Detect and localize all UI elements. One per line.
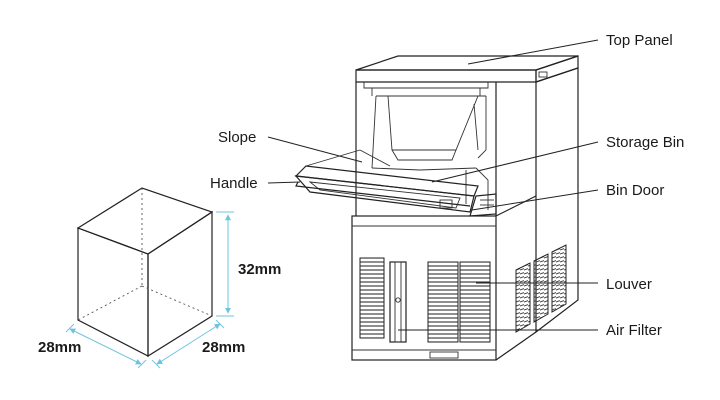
- cube-front-face: [77, 227, 149, 357]
- lower-cabinet: [351, 195, 537, 361]
- ice-maker-illustration: [294, 55, 579, 361]
- bin-door-label: Bin Door: [606, 182, 664, 199]
- cube-side-face: [147, 210, 213, 358]
- handle-label: Handle: [210, 175, 258, 192]
- bin-door: [294, 149, 497, 217]
- depth-dimension-line: [65, 323, 147, 369]
- height-dimension-line: [216, 211, 234, 317]
- top-panel-label: Top Panel: [606, 32, 673, 49]
- width-dimension-line: [151, 319, 225, 369]
- leader-lines: [267, 39, 599, 331]
- air-filter-label: Air Filter: [606, 322, 662, 339]
- louver-label: Louver: [606, 276, 652, 293]
- cube-height-label: 32mm: [238, 261, 281, 278]
- storage-bin-label: Storage Bin: [606, 134, 684, 151]
- side-panel: [535, 67, 579, 334]
- handle-leader: [267, 181, 301, 184]
- top-panel-leader: [467, 39, 599, 65]
- slope-leader: [267, 136, 363, 163]
- side-louver: [515, 244, 567, 333]
- storage-bin-leader: [431, 141, 599, 183]
- cube-top-face: [76, 187, 214, 255]
- ice-cube-illustration: 32mm 28mm 28mm: [38, 187, 281, 369]
- bin-door-leader: [471, 189, 599, 211]
- cube-depth-label: 28mm: [38, 339, 81, 356]
- cube-hidden-edges: [77, 188, 213, 321]
- top-panel: [355, 55, 579, 83]
- air-filter: [389, 261, 407, 343]
- slope-label: Slope: [218, 129, 256, 146]
- cube-width-label: 28mm: [202, 339, 245, 356]
- front-louver: [359, 257, 491, 343]
